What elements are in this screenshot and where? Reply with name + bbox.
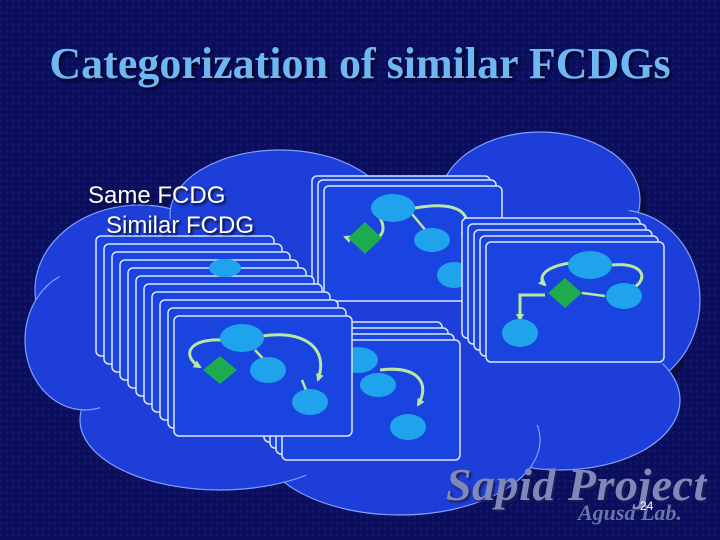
peek-node-icon (209, 259, 241, 277)
fcdg-graph-left (188, 324, 328, 415)
sapid-project-logo: Sapid Project (446, 459, 707, 510)
fcdg-graph-center (343, 194, 471, 288)
decision-diamond-icon (548, 278, 582, 308)
same-fcdg-label: Same FCDG (88, 182, 226, 209)
slide-title: Categorization of similar FCDGs (49, 39, 671, 88)
page-number: 24 (640, 499, 654, 513)
node-icon (371, 194, 415, 222)
decision-diamond-icon (203, 356, 237, 384)
fcdg-graph-right (502, 251, 644, 347)
similar-fcdg-label: Similar FCDG (106, 212, 254, 239)
agusa-lab-logo: Agusa Lab. (578, 500, 682, 525)
decision-diamond-icon (348, 222, 382, 254)
